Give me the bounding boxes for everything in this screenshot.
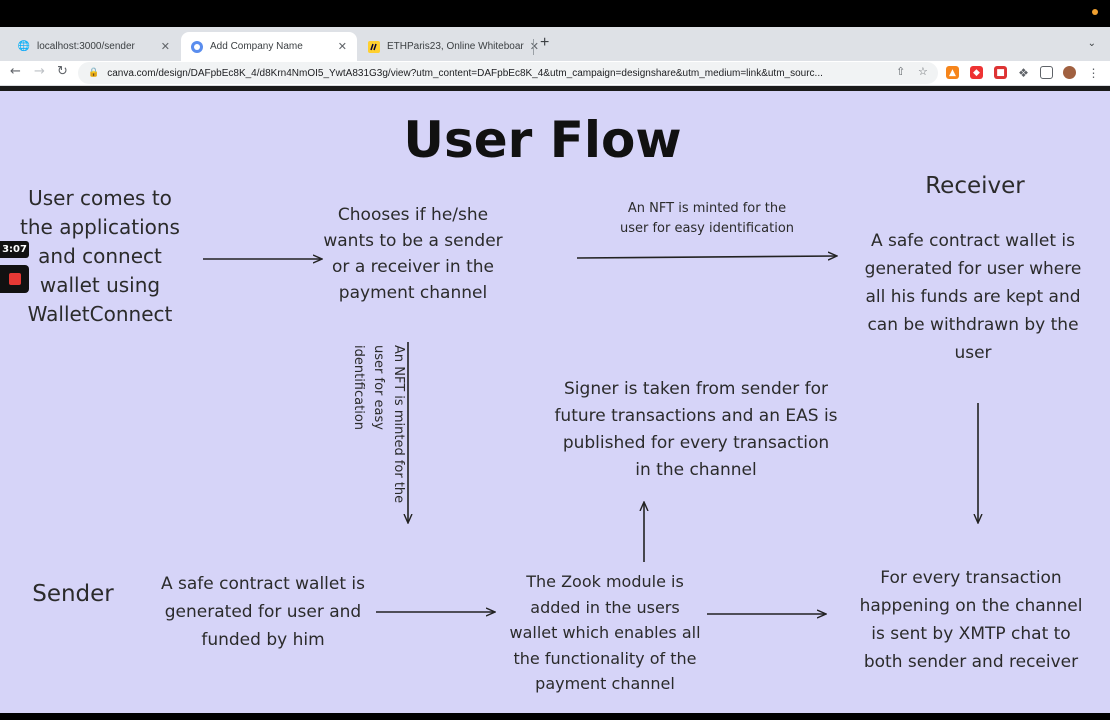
step-choose-role: Chooses if he/she wants to be a sender o… (323, 205, 503, 303)
slide-title: User Flow (403, 111, 682, 169)
sender-wallet-note: A safe contract wallet is generated for … (160, 574, 366, 650)
tab-separator (533, 39, 534, 55)
close-icon[interactable]: ✕ (529, 41, 539, 53)
arrow-choose-to-receiver (576, 256, 836, 258)
sender-label: Sender (32, 581, 114, 607)
avatar[interactable] (1063, 66, 1076, 79)
canva-icon (191, 40, 203, 53)
browser-toolbar: ← → ↻ 🔒 canva.com/design/DAFpbEc8K_4/d8K… (0, 61, 1110, 86)
signer-note: Signer is taken from sender for future t… (554, 379, 838, 480)
address-bar[interactable]: 🔒 canva.com/design/DAFpbEc8K_4/d8Krn4NmO… (78, 62, 938, 84)
flow-arrows (203, 91, 1110, 713)
screen-top-bar (0, 0, 1110, 27)
xmtp-note: For every transaction happening on the c… (859, 568, 1083, 672)
share-icon[interactable]: ⇧ (896, 65, 906, 78)
lock-icon: 🔒 (88, 68, 100, 78)
url-text: canva.com/design/DAFpbEc8K_4/d8Krn4NmOI5… (107, 67, 823, 79)
presentation-slide: User Flow User comes to the applications… (0, 91, 1110, 713)
reload-icon[interactable]: ↻ (57, 64, 68, 79)
tab-label: ETHParis23, Online Whiteboar (387, 41, 524, 52)
tab-ethparis-whiteboard[interactable]: ETHParis23, Online Whiteboar ✕ (358, 32, 539, 61)
wallet-extension-icon[interactable]: ■ (994, 66, 1007, 79)
miro-icon (368, 40, 380, 53)
back-arrow-icon[interactable]: ← (10, 64, 21, 79)
side-panel-icon[interactable] (1040, 66, 1053, 79)
brave-shield-extension-icon[interactable]: ◆ (970, 66, 983, 79)
tab-label: localhost:3000/sender (37, 41, 135, 52)
metamask-extension-icon[interactable]: ▲ (946, 66, 959, 79)
recording-indicator-dot (1092, 9, 1098, 15)
forward-arrow-icon[interactable]: → (34, 64, 45, 79)
step-connect-wallet: User comes to the applications and conne… (20, 186, 180, 326)
close-icon[interactable]: ✕ (160, 41, 170, 53)
screen-bottom-bar (0, 713, 1110, 720)
globe-icon: 🌐 (17, 41, 31, 52)
nft-note-horizontal: An NFT is minted for the user for easy i… (619, 201, 795, 236)
puzzle-extensions-icon[interactable]: ❖ (1018, 65, 1029, 80)
zook-module-note: The Zook module is added in the users wa… (509, 572, 701, 693)
new-tab-button[interactable]: + (540, 34, 550, 51)
kebab-menu-icon[interactable]: ⋮ (1087, 65, 1100, 80)
tab-localhost-sender[interactable]: 🌐 localhost:3000/sender ✕ (8, 32, 180, 61)
chevron-down-icon[interactable]: ⌄ (1087, 38, 1096, 49)
tab-add-company-name[interactable]: Add Company Name ✕ (181, 32, 357, 61)
star-icon[interactable]: ☆ (918, 65, 928, 78)
stop-icon (8, 273, 21, 285)
recording-timer: 3:07 (0, 241, 29, 258)
receiver-wallet-note: A safe contract wallet is generated for … (864, 231, 1082, 363)
receiver-label: Receiver (925, 173, 1025, 199)
close-icon[interactable]: ✕ (337, 41, 347, 53)
stop-recording-button[interactable] (0, 265, 29, 293)
browser-tab-bar: 🌐 localhost:3000/sender ✕ Add Company Na… (0, 27, 1110, 61)
tab-label: Add Company Name (210, 41, 303, 52)
page-top-strip (0, 86, 1110, 91)
